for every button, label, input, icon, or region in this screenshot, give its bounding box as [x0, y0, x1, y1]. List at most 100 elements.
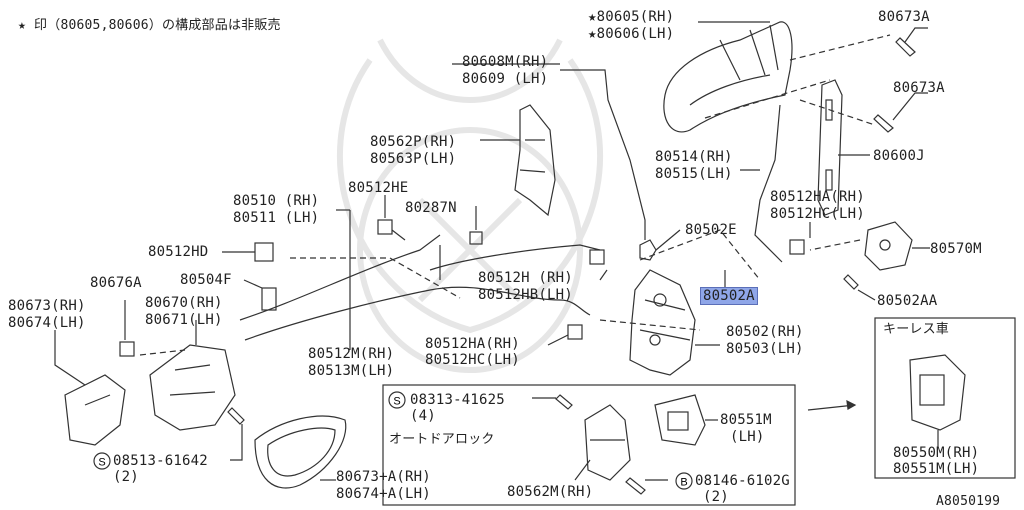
label-80512HE: 80512HE	[348, 180, 409, 196]
label-08513-qty: (2)	[113, 469, 139, 485]
label-80562P: 80562P(RH)	[370, 134, 457, 150]
screw-80673A-2	[873, 114, 894, 133]
leader-80502E	[655, 229, 681, 251]
watermark-emblem	[336, 38, 604, 373]
label-80502A-highlighted[interactable]: 80502A	[700, 287, 758, 305]
pad-80504F	[261, 287, 277, 311]
keyless-actuator	[909, 354, 966, 431]
label-08313-qty: (4)	[410, 408, 436, 424]
clip-80512HA-a	[789, 239, 805, 255]
label-80502AA: 80502AA	[877, 293, 938, 309]
label-80551M: 80551M	[720, 412, 772, 428]
label-08313: 08313-41625	[410, 392, 505, 408]
label-80608M: 80608M(RH)	[462, 54, 549, 70]
label-80512HC-b: 80512HC(LH)	[425, 352, 520, 368]
label-80563P: 80563P(LH)	[370, 151, 457, 167]
circle-symbol-s2: S	[93, 452, 111, 470]
label-80600J: 80600J	[873, 148, 925, 164]
leader-80512H	[599, 269, 608, 281]
bracket-80600J	[817, 79, 870, 216]
label-80512HC-a: 80512HC(LH)	[770, 206, 865, 222]
clip-80287N	[469, 231, 483, 245]
label-80670: 80670(RH)	[145, 295, 223, 311]
screw-08313	[555, 394, 573, 410]
trim-ring-80673A	[254, 415, 347, 489]
svg-text:S: S	[393, 396, 400, 408]
circle-symbol-s1: S	[388, 391, 406, 409]
label-80502: 80502(RH)	[726, 324, 804, 340]
label-80570M: 80570M	[930, 241, 982, 257]
leader-80504F	[243, 279, 263, 289]
label-80551M-lh: (LH)	[730, 429, 765, 445]
leader-80673A-2	[892, 92, 928, 121]
door-lock-80502	[629, 269, 696, 376]
inside-handle-80670	[149, 344, 236, 431]
label-80550M: 80550M(RH)	[893, 445, 980, 461]
label-08146-qty: (2)	[703, 489, 729, 505]
screw-08513	[227, 407, 245, 425]
label-08146: 08146-6102G	[695, 473, 790, 489]
leader-80673A-1	[904, 27, 928, 43]
screw-80673A-1	[895, 37, 916, 57]
clip-80512HA-b	[567, 324, 583, 340]
leader-80562M	[574, 459, 591, 481]
bracket-80562P	[514, 104, 556, 217]
nut-80502E	[639, 239, 657, 261]
label-80676A: 80676A	[90, 275, 142, 291]
label-80673A-rh: 80673+A(RH)	[336, 469, 431, 485]
label-keyless-title: キーレス車	[883, 322, 950, 337]
label-80502E: 80502E	[685, 222, 737, 238]
rod-80608M	[560, 69, 646, 240]
label-80512HA-a: 80512HA(RH)	[770, 189, 865, 205]
label-80512M: 80512M(RH)	[308, 346, 395, 362]
label-80673: 80673(RH)	[8, 298, 86, 314]
rod-80512M	[244, 286, 591, 341]
label-80510: 80510 (RH)	[233, 193, 320, 209]
label-80673A-2: 80673A	[893, 80, 945, 96]
clip-80512H	[589, 249, 605, 265]
label-80514: 80514(RH)	[655, 149, 733, 165]
escutcheon-80673	[64, 374, 126, 446]
label-80674A-lh: 80674+A(LH)	[336, 486, 431, 502]
label-80515: 80515(LH)	[655, 166, 733, 182]
label-80512H: 80512H (RH)	[478, 270, 573, 286]
rod-80510	[239, 234, 441, 321]
label-80605: ★80605(RH)	[588, 9, 675, 25]
bolt-08146	[625, 477, 646, 495]
label-80503: 80503(LH)	[726, 341, 804, 357]
label-80504F: 80504F	[180, 272, 232, 288]
label-80671: 80671(LH)	[145, 312, 223, 328]
label-80551M-keyless: 80551M(LH)	[893, 461, 980, 477]
auto-lock-box	[382, 384, 796, 506]
clip-80512HE	[377, 219, 406, 241]
label-80673A-1: 80673A	[878, 9, 930, 25]
actuator-80562M	[584, 404, 631, 481]
figure-id: A8050199	[936, 494, 1001, 509]
label-80674: 80674(LH)	[8, 315, 86, 331]
rod-80514	[754, 104, 783, 263]
motor-80551M	[654, 394, 706, 446]
leader-80673	[54, 330, 86, 386]
striker-80570M	[864, 221, 913, 271]
label-80609: 80609 (LH)	[462, 71, 549, 87]
label-80512HD: 80512HD	[148, 244, 209, 260]
leader-80512HA-b	[547, 334, 569, 346]
rod-80512M-b	[429, 244, 601, 271]
screw-80502AA	[843, 274, 859, 290]
svg-text:S: S	[98, 457, 105, 469]
arrow-head	[846, 399, 857, 410]
dashed-guides	[139, 34, 891, 356]
label-auto-door-lock: オートドアロック	[389, 432, 495, 447]
label-80606: ★80606(LH)	[588, 26, 675, 42]
clip-80512HD	[254, 242, 274, 262]
circle-symbol-b: B	[675, 472, 693, 490]
clip-80676A	[119, 341, 135, 357]
label-80512HB: 80512HB(LH)	[478, 287, 573, 303]
leader-80502AA	[857, 289, 876, 301]
label-80511: 80511 (LH)	[233, 210, 320, 226]
label-08513: 08513-61642	[113, 453, 208, 469]
label-80513M: 80513M(LH)	[308, 363, 395, 379]
outside-handle-assembly	[663, 21, 793, 133]
non-sale-note: ★ 印（80605,80606）の構成部品は非販売	[18, 18, 281, 33]
